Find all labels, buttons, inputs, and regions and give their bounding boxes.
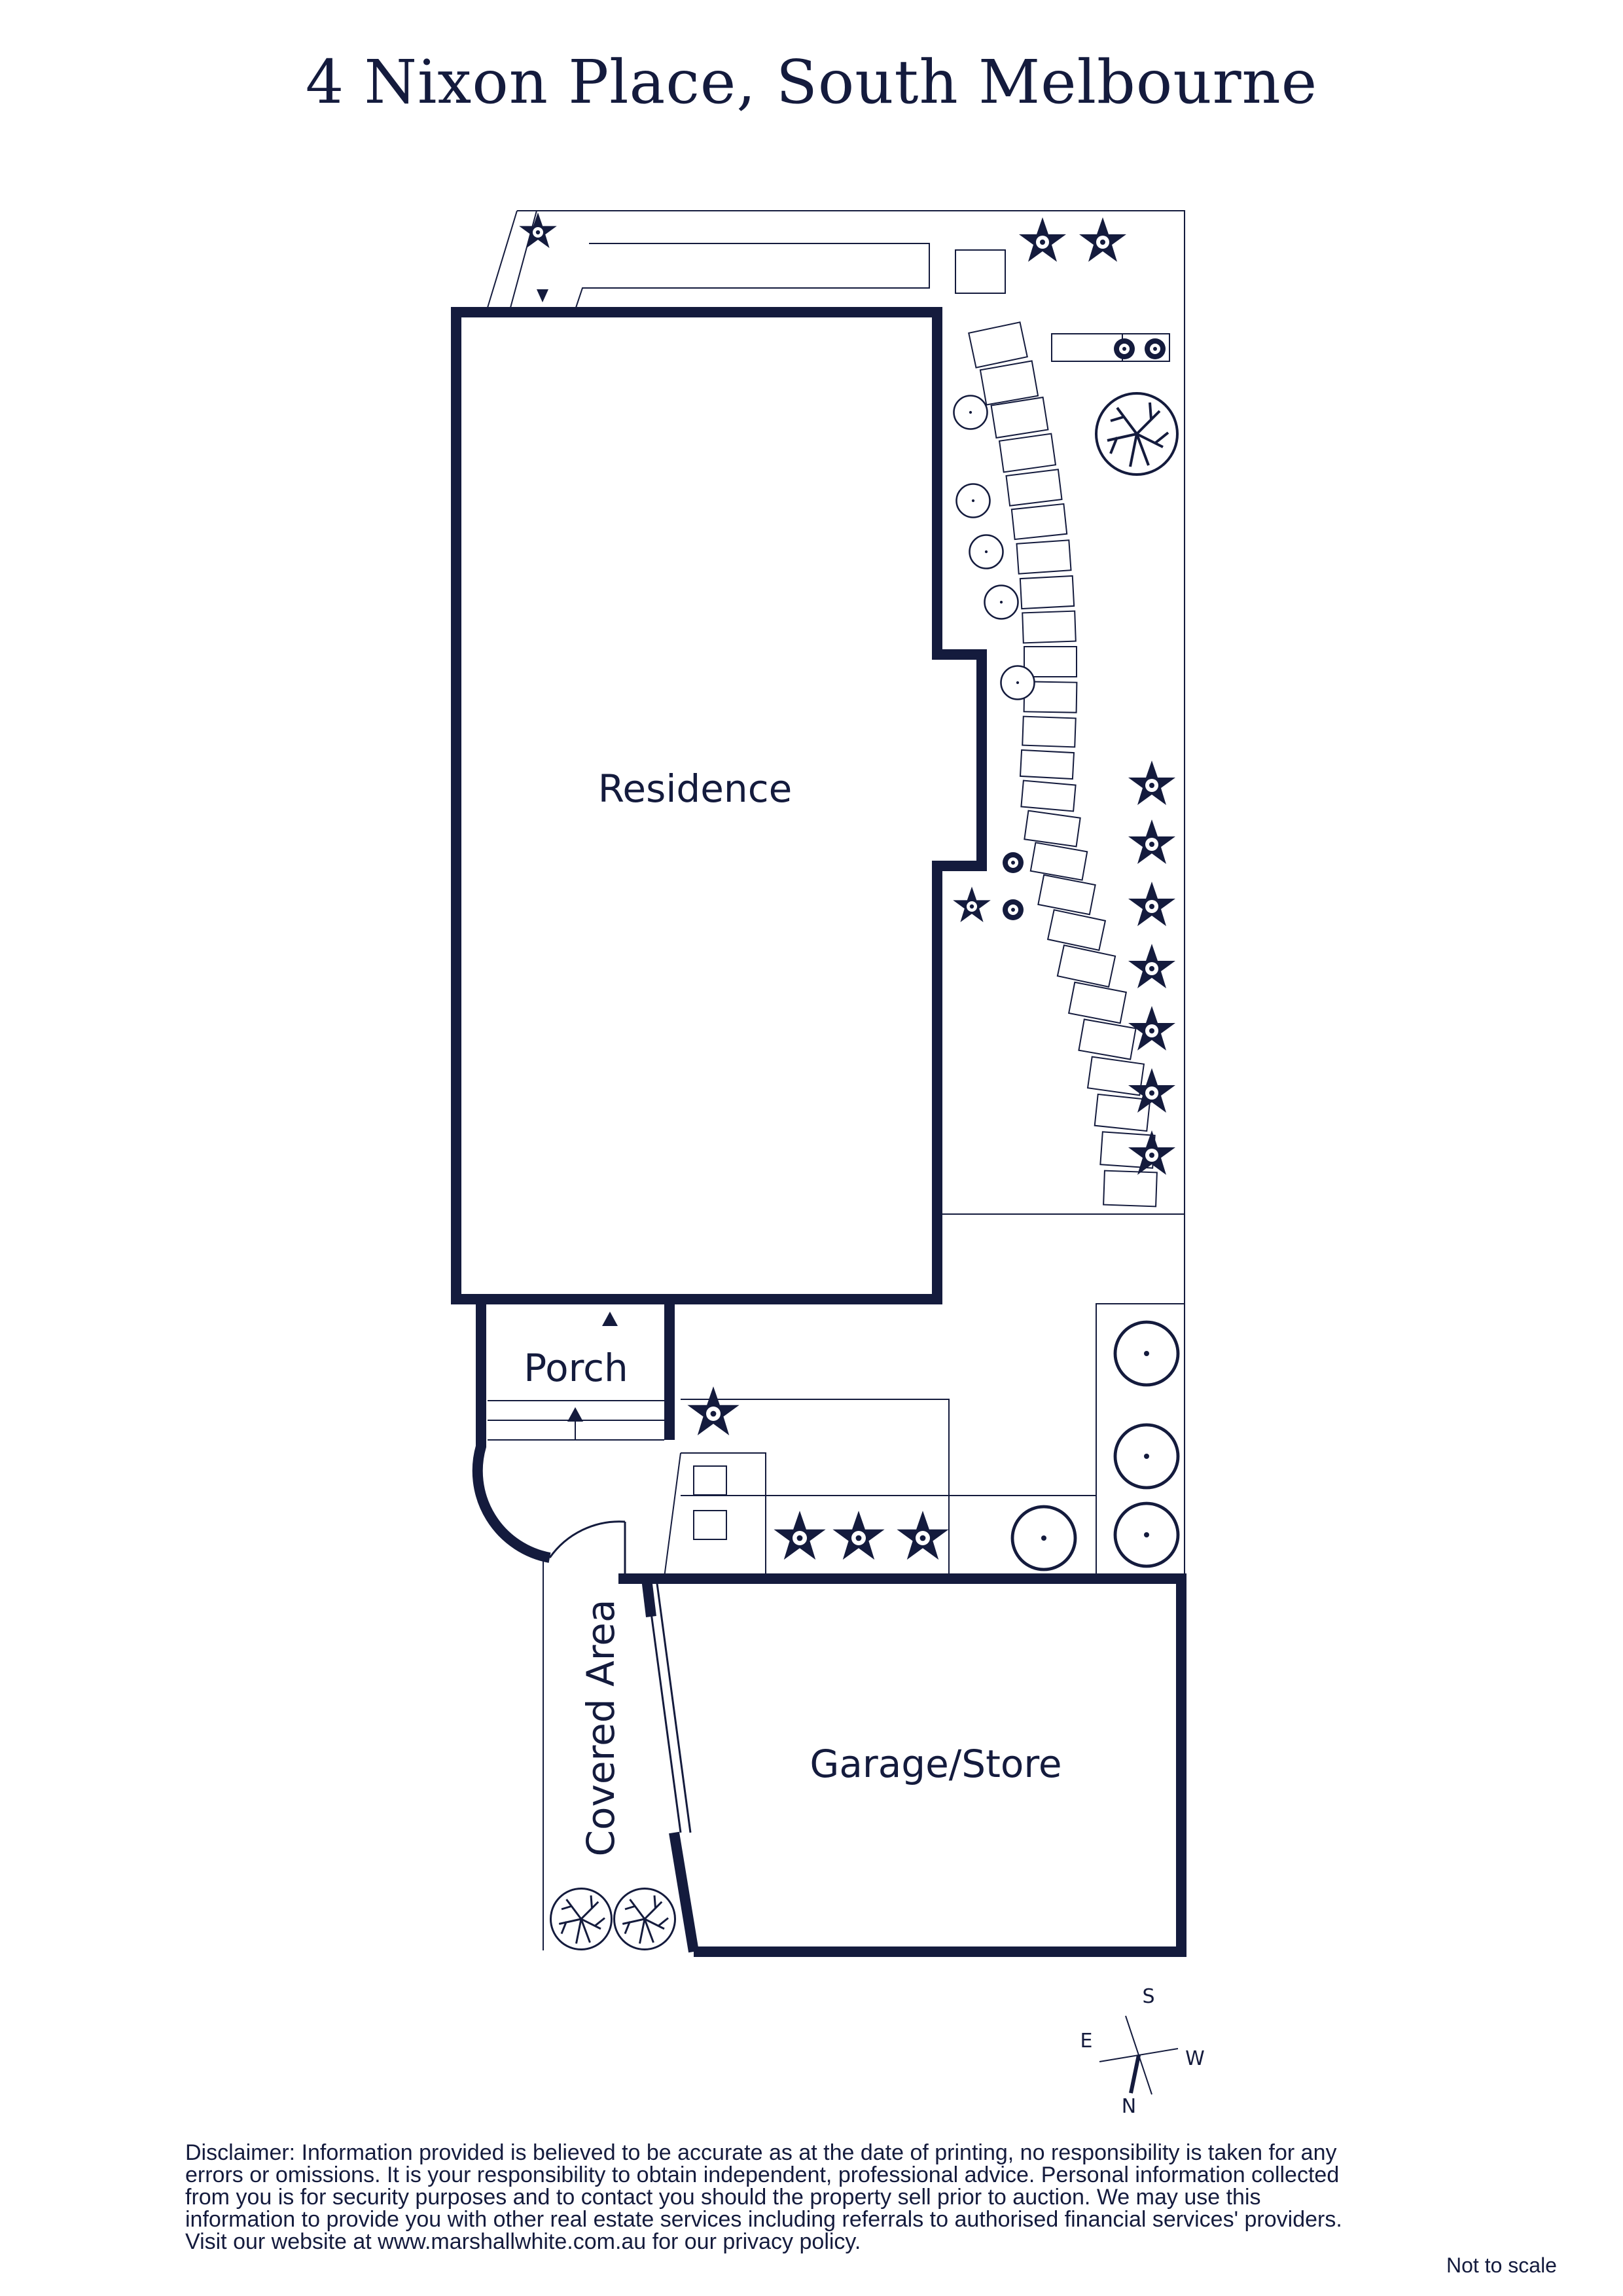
- tree-icon: [550, 1888, 613, 1950]
- porch-label: Porch: [524, 1346, 628, 1390]
- door-arrow-icon: [602, 1312, 618, 1326]
- plant-icon: [1128, 819, 1175, 864]
- door-arrow-icon: [537, 289, 548, 302]
- stepping-stones: [968, 321, 1158, 1208]
- door-arrow-icon: [567, 1407, 583, 1422]
- compass-n: N: [1122, 2095, 1136, 2118]
- trees: [550, 392, 1179, 1950]
- plant-icon: [774, 1511, 826, 1560]
- plant-icon: [519, 212, 557, 248]
- page-title: 4 Nixon Place, South Melbourne: [305, 47, 1318, 117]
- shrub-icon: [1115, 1322, 1178, 1385]
- residence-label: Residence: [598, 766, 793, 811]
- garage-label: Garage/Store: [810, 1742, 1061, 1786]
- shrub-icon: [955, 483, 991, 518]
- shrub-icon: [1114, 338, 1135, 359]
- shrub-icon: [1000, 665, 1035, 700]
- tree-icon: [613, 1888, 676, 1950]
- plant-icon: [687, 1386, 740, 1435]
- shrub-icon: [953, 395, 988, 430]
- plant-icon: [1128, 882, 1175, 926]
- shrub-icon: [1012, 1507, 1075, 1570]
- garage-wall-left-bottom: [669, 1831, 699, 1953]
- plant-icon: [897, 1511, 949, 1560]
- garage-wall: [618, 1573, 1186, 1957]
- compass-s: S: [1142, 1985, 1154, 2008]
- thin-walls: [548, 1520, 692, 1833]
- door-swing: [548, 1520, 626, 1558]
- tree-icon: [1095, 392, 1179, 476]
- residence-wall: [451, 307, 987, 1304]
- shrub-icon: [984, 584, 1019, 620]
- covered-area-label: Covered Area: [579, 1600, 623, 1857]
- plant-icon: [1079, 217, 1126, 262]
- compass-w: W: [1185, 2047, 1205, 2070]
- plant-icon: [1019, 217, 1066, 262]
- plant-icon: [1128, 944, 1175, 988]
- shrub-icon: [1115, 1503, 1178, 1566]
- shrub-icon: [969, 534, 1004, 569]
- scale-note: Not to scale: [1446, 2253, 1557, 2277]
- shrub-icon: [1003, 852, 1024, 873]
- shrub-icon: [1003, 899, 1024, 920]
- porch-wall: [472, 1299, 551, 1563]
- plant-icon: [1128, 761, 1175, 805]
- shrub-icon: [1115, 1425, 1178, 1488]
- disclaimer-text: Disclaimer: Information provided is beli…: [185, 2140, 1342, 2254]
- compass-icon: S E W N: [1080, 1985, 1205, 2118]
- plant-icon: [832, 1511, 885, 1560]
- building-walls: [451, 307, 1186, 1957]
- plant-icon: [953, 886, 991, 922]
- shrub-icon: [1145, 338, 1166, 359]
- compass-e: E: [1080, 2030, 1093, 2053]
